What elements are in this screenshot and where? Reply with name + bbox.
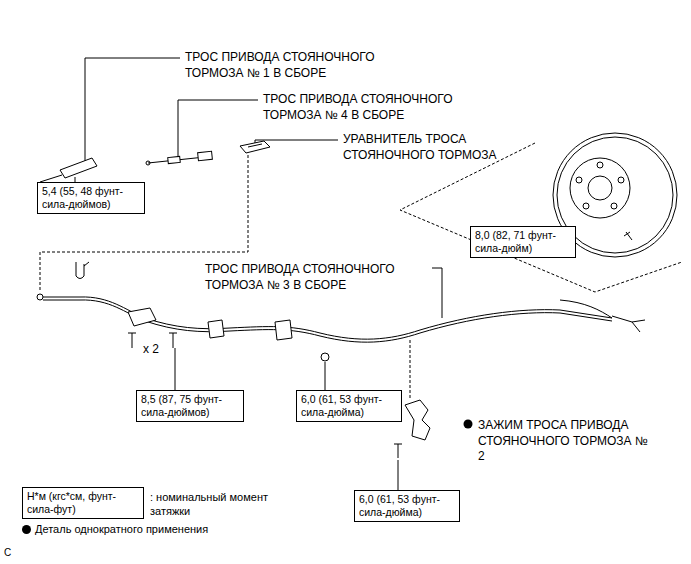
cable-wire bbox=[40, 175, 62, 182]
bolt bbox=[624, 232, 632, 240]
equalizer bbox=[240, 141, 270, 153]
torque-box: 5,4 (55, 48 фунт-сила-дюймов) bbox=[37, 182, 145, 214]
one-time-part-mark bbox=[464, 420, 473, 429]
washer bbox=[321, 353, 329, 361]
legend-item: Деталь однократного применения bbox=[22, 522, 208, 536]
guide-line bbox=[410, 340, 411, 400]
part-label: x 2 bbox=[143, 342, 173, 358]
hub-stud bbox=[597, 162, 603, 168]
torque-value: 6,0 (61, 53 фунт-сила-дюйма) bbox=[359, 493, 455, 519]
leader-line bbox=[432, 268, 442, 318]
cable-wire bbox=[560, 300, 612, 318]
leader-line bbox=[85, 58, 180, 162]
part-label: C bbox=[4, 546, 24, 559]
cable-clip bbox=[208, 320, 224, 338]
cable-fitting bbox=[198, 151, 213, 160]
legend-text: Деталь однократного применения bbox=[35, 522, 208, 536]
legend-dot bbox=[22, 525, 31, 534]
cable-end bbox=[146, 161, 150, 165]
hub bbox=[570, 158, 630, 218]
torque-box: 8,0 (82, 71 фунт-сила-дюйм) bbox=[470, 226, 576, 258]
part-label: : номинальный момент затяжки bbox=[150, 490, 270, 519]
bolt bbox=[394, 444, 402, 458]
torque-value: 8,0 (82, 71 фунт-сила-дюйм) bbox=[475, 229, 571, 255]
cable-clip bbox=[275, 320, 292, 340]
cable-end bbox=[37, 294, 43, 300]
leader-line bbox=[175, 348, 176, 390]
part-label: ТРОС ПРИВОДА СТОЯНОЧНОГО ТОРМОЗА № 4 В С… bbox=[263, 92, 473, 123]
equalizer-slot bbox=[248, 144, 262, 147]
leader-line bbox=[325, 362, 326, 390]
torque-box: 6,0 (61, 53 фунт-сила-дюйма) bbox=[354, 490, 460, 522]
cable-fitting bbox=[168, 156, 181, 163]
cable-clamp bbox=[405, 400, 430, 440]
torque-box: 6,0 (61, 53 фунт-сила-дюйма) bbox=[296, 390, 402, 422]
bolt bbox=[169, 333, 177, 348]
part-label: ТРОС ПРИВОДА СТОЯНОЧНОГО ТОРМОЗА № 3 В С… bbox=[205, 262, 415, 293]
hub-stud bbox=[583, 203, 589, 209]
cable-housing bbox=[60, 158, 97, 178]
cable-bracket bbox=[128, 308, 156, 326]
hub-stud bbox=[618, 177, 624, 183]
torque-value: 5,4 (55, 48 фунт-сила-дюймов) bbox=[42, 185, 140, 211]
part-label: ЗАЖИМ ТРОСА ПРИВОДА СТОЯНОЧНОГО ТОРМОЗА … bbox=[478, 418, 648, 465]
torque-box: 8,5 (87, 75 фунт-сила-дюймов) bbox=[136, 390, 244, 422]
torque-value: 6,0 (61, 53 фунт-сила-дюйма) bbox=[301, 393, 397, 419]
hub-stud bbox=[576, 177, 582, 183]
torque-box: Н*м (кгс*см, фунт-сила-фут) bbox=[22, 487, 144, 519]
bolt bbox=[128, 333, 136, 348]
u-clip bbox=[76, 262, 89, 279]
cable-end bbox=[612, 316, 645, 332]
torque-value: 8,5 (87, 75 фунт-сила-дюймов) bbox=[141, 393, 239, 419]
leader-line bbox=[398, 460, 399, 490]
leader-line bbox=[255, 140, 338, 143]
cable-wire bbox=[148, 157, 205, 163]
torque-value: Н*м (кгс*см, фунт-сила-фут) bbox=[27, 490, 139, 516]
hub-stud bbox=[611, 203, 617, 209]
part-label: ТРОС ПРИВОДА СТОЯНОЧНОГО ТОРМОЗА № 1 В С… bbox=[185, 50, 395, 81]
part-label: УРАВНИТЕЛЬ ТРОСА СТОЯНОЧНОГО ТОРМОЗА bbox=[343, 132, 543, 163]
cable-wire bbox=[43, 300, 612, 342]
hub-center bbox=[588, 176, 612, 200]
